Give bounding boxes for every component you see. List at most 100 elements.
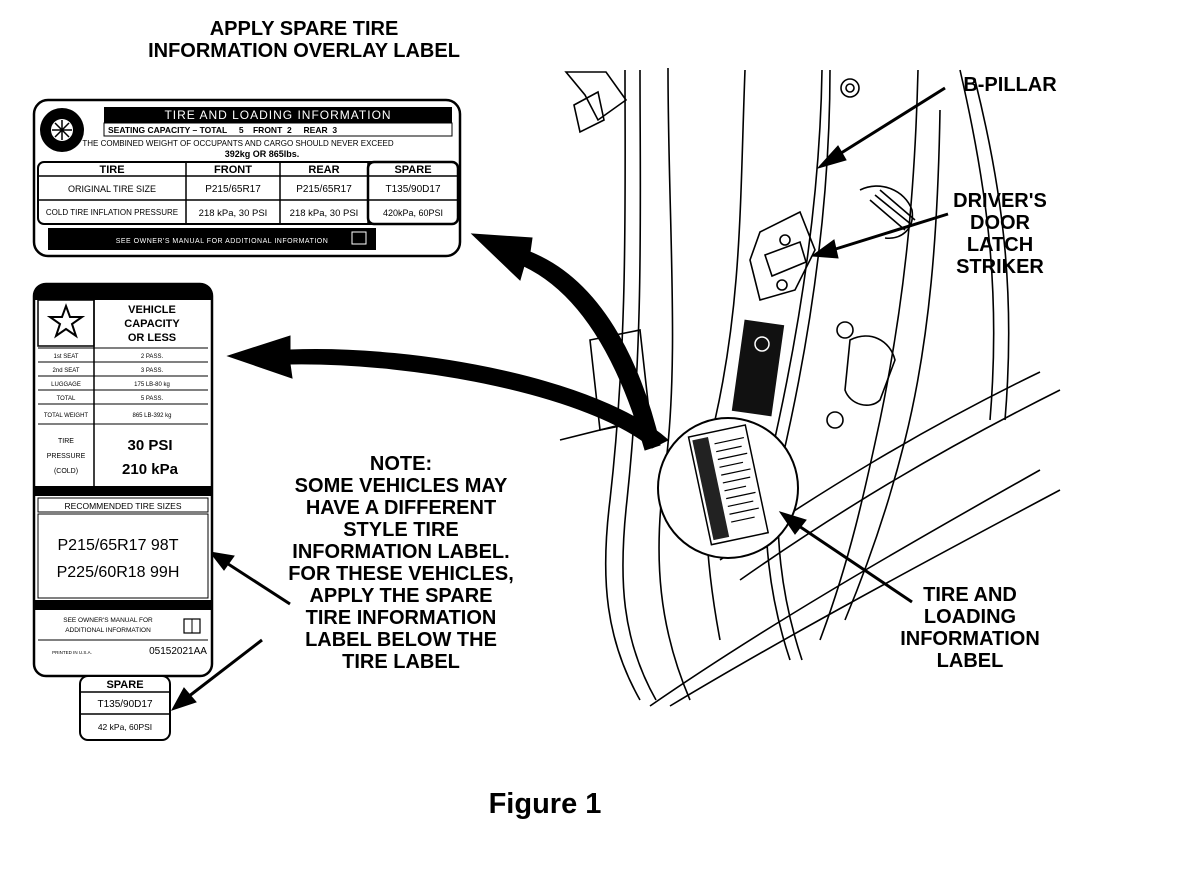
latch-striker-loop [763, 240, 807, 278]
value-1st-seat: 2 PASS. [141, 354, 164, 360]
row-total: TOTAL [57, 396, 76, 402]
note-line-3: HAVE A DIFFERENT [305, 497, 497, 519]
arrows [170, 86, 949, 711]
vehicle-capacity-label: VEHICLE CAPACITY OR LESS 1st SEAT 2 PASS… [32, 282, 214, 678]
door-edge-left-2 [622, 69, 657, 701]
striker-line-1: DRIVER'S [953, 190, 1047, 212]
recommended-size-1: P215/65R17 98T [58, 537, 179, 554]
front-pressure: 218 kPa, 30 PSI [199, 208, 268, 219]
tire-label-line-3: INFORMATION [900, 628, 1040, 650]
note-line-7: APPLY THE SPARE [309, 585, 493, 607]
rear-door-edge-2 [974, 79, 1010, 421]
capacity-title-1: VEHICLE [128, 304, 176, 316]
rear-pressure: 218 kPa, 30 PSI [290, 208, 359, 219]
seatbelt-trim [564, 71, 628, 122]
b-pillar-text: B-PILLAR [963, 74, 1057, 96]
sill-line-3 [739, 389, 1061, 581]
note-arrow [221, 558, 291, 606]
front-size: P215/65R17 [205, 184, 261, 195]
pillar-rear-edge [819, 69, 919, 641]
note-line-2: SOME VEHICLES MAY [294, 475, 508, 497]
recommended-size-2: P225/60R18 99H [57, 564, 180, 581]
pillar-curve-4 [777, 69, 831, 661]
spare-info-label: SPARE T135/90D17 42 kPa, 60PSI [79, 675, 171, 741]
seating-capacity: SEATING CAPACITY – TOTAL 5 FRONT 2 REAR … [108, 125, 337, 135]
b-pillar-arrow [829, 86, 946, 162]
label-footer-bar [48, 228, 376, 250]
seatbelt-buckle [573, 90, 605, 134]
manual-line-1: SEE OWNER'S MANUAL FOR [63, 617, 153, 624]
striker-arrow [825, 212, 949, 254]
note-line-1: NOTE: [369, 453, 433, 475]
hinge-upper [859, 185, 914, 239]
overlay-title-line-2: INFORMATION OVERLAY LABEL [148, 40, 460, 62]
pillar-curve-1 [658, 67, 691, 701]
note-line-4: STYLE TIRE [343, 519, 459, 541]
note-line-8: TIRE INFORMATION [305, 607, 497, 629]
pressure-psi: 30 PSI [127, 437, 172, 454]
col-header-spare: SPARE [394, 164, 431, 176]
tire-label-line-2: LOADING [923, 606, 1017, 628]
manual-line-2: ADDITIONAL INFORMATION [65, 627, 151, 634]
weight-limit-line1: THE COMBINED WEIGHT OF OCCUPANTS AND CAR… [82, 139, 394, 148]
pressure-label-1: TIRE [58, 438, 74, 445]
col-header-rear: REAR [308, 164, 339, 176]
pillar-curve-3 [765, 69, 823, 661]
label-banner [104, 107, 452, 123]
magnifier-circle [657, 417, 799, 559]
spare-overlay-column [366, 160, 460, 226]
overlay-title-callout: APPLY SPARE TIRE INFORMATION OVERLAY LAB… [128, 18, 480, 62]
b-pillar-sketch [559, 67, 1061, 707]
note-line-6: FOR THESE VEHICLES, [288, 563, 514, 585]
pressure-kpa: 210 kPa [122, 461, 179, 478]
spare-size: T135/90D17 [385, 184, 440, 195]
recommended-header: RECOMMENDED TIRE SIZES [65, 501, 182, 511]
striker-line-2: DOOR [970, 212, 1030, 234]
label-footer-text: SEE OWNER'S MANUAL FOR ADDITIONAL INFORM… [116, 238, 329, 245]
pressure-label-2: PRESSURE [47, 453, 86, 460]
row-luggage: LUGGAGE [51, 382, 81, 388]
note-line-9: LABEL BELOW THE [305, 629, 497, 651]
tire-label-line-4: LABEL [936, 650, 1004, 672]
b-pillar-callout: B-PILLAR [950, 74, 1070, 96]
row-total-weight: TOTAL WEIGHT [44, 413, 89, 419]
spare-pressure: 420kPa, 60PSI [383, 208, 443, 218]
pentastar-icon [46, 303, 86, 339]
bolt-top-inner [845, 83, 855, 93]
weight-limit-line2: 392kg OR 865lbs. [225, 149, 300, 159]
sticker-emblem-icon [754, 336, 770, 352]
note-line-5: INFORMATION LABEL. [292, 541, 510, 563]
striker-bolt-2 [776, 279, 788, 291]
pillar-sticker [731, 319, 785, 417]
pressure-label-3: (COLD) [54, 468, 78, 475]
curved-arrow-to-left-label [226, 335, 669, 449]
striker-line-3: LATCH [966, 234, 1034, 256]
spare-header: SPARE [106, 679, 143, 691]
capacity-title-2: CAPACITY [124, 318, 180, 330]
latch-striker-plate [749, 210, 816, 301]
spare-size-value: T135/90D17 [97, 699, 152, 710]
row-label-cold-pressure: COLD TIRE INFLATION PRESSURE [46, 208, 178, 217]
hinge-ribs [869, 189, 916, 231]
row-label-original-size: ORIGINAL TIRE SIZE [68, 184, 156, 194]
overlay-title-line-1: APPLY SPARE TIRE [209, 18, 399, 40]
door-edge-left [604, 69, 641, 701]
row-2nd-seat: 2nd SEAT [53, 368, 80, 374]
value-2nd-seat: 3 PASS. [141, 368, 164, 374]
bolt-mid [836, 321, 854, 339]
striker-bolt-1 [779, 234, 791, 246]
manual-book-icon [351, 231, 367, 245]
col-header-front: FRONT [214, 164, 252, 176]
value-total-weight: 865 LB-392 kg [132, 413, 171, 419]
col-header-tire: TIRE [99, 164, 124, 176]
sill-line-2 [669, 489, 1061, 707]
value-total: 5 PASS. [141, 396, 164, 402]
striker-line-4: STRIKER [956, 256, 1044, 278]
part-number: 05152021AA [149, 646, 207, 657]
hinge-lower [844, 335, 896, 406]
striker-callout: DRIVER'S DOOR LATCH STRIKER [940, 190, 1060, 278]
note-callout: NOTE: SOME VEHICLES MAY HAVE A DIFFERENT… [276, 453, 526, 673]
tire-label-arrow [789, 518, 913, 604]
row-1st-seat: 1st SEAT [54, 354, 79, 360]
bolt-low [826, 411, 844, 429]
